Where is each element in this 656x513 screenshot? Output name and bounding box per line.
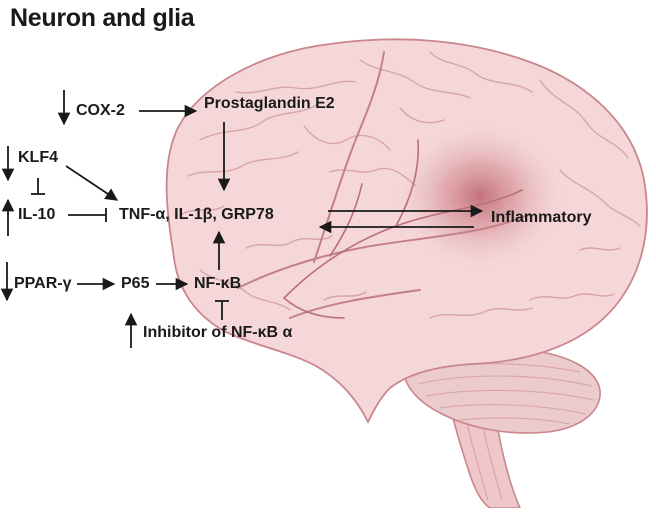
label-nfkb: NF-κB bbox=[194, 275, 242, 292]
label-p65: P65 bbox=[121, 275, 150, 292]
diagram-title: Neuron and glia bbox=[10, 4, 195, 32]
label-cytokines: TNF-α, IL-1β, GRP78 bbox=[119, 206, 274, 223]
arrow-klf4-cytokines bbox=[65, 165, 119, 201]
label-prostaglandin-e2: Prostaglandin E2 bbox=[204, 95, 335, 112]
label-cox2: COX-2 bbox=[76, 102, 125, 119]
label-klf4: KLF4 bbox=[18, 149, 58, 166]
label-il10: IL-10 bbox=[18, 206, 56, 223]
cerebellum bbox=[402, 346, 601, 434]
label-inflammatory: Inflammatory bbox=[491, 209, 592, 226]
cerebrum bbox=[165, 38, 648, 425]
label-inhibitor-nfkb-alpha: Inhibitor of NF-κB α bbox=[143, 324, 293, 341]
label-ppar-gamma: PPAR-γ bbox=[14, 275, 72, 292]
connectors bbox=[31, 104, 484, 320]
